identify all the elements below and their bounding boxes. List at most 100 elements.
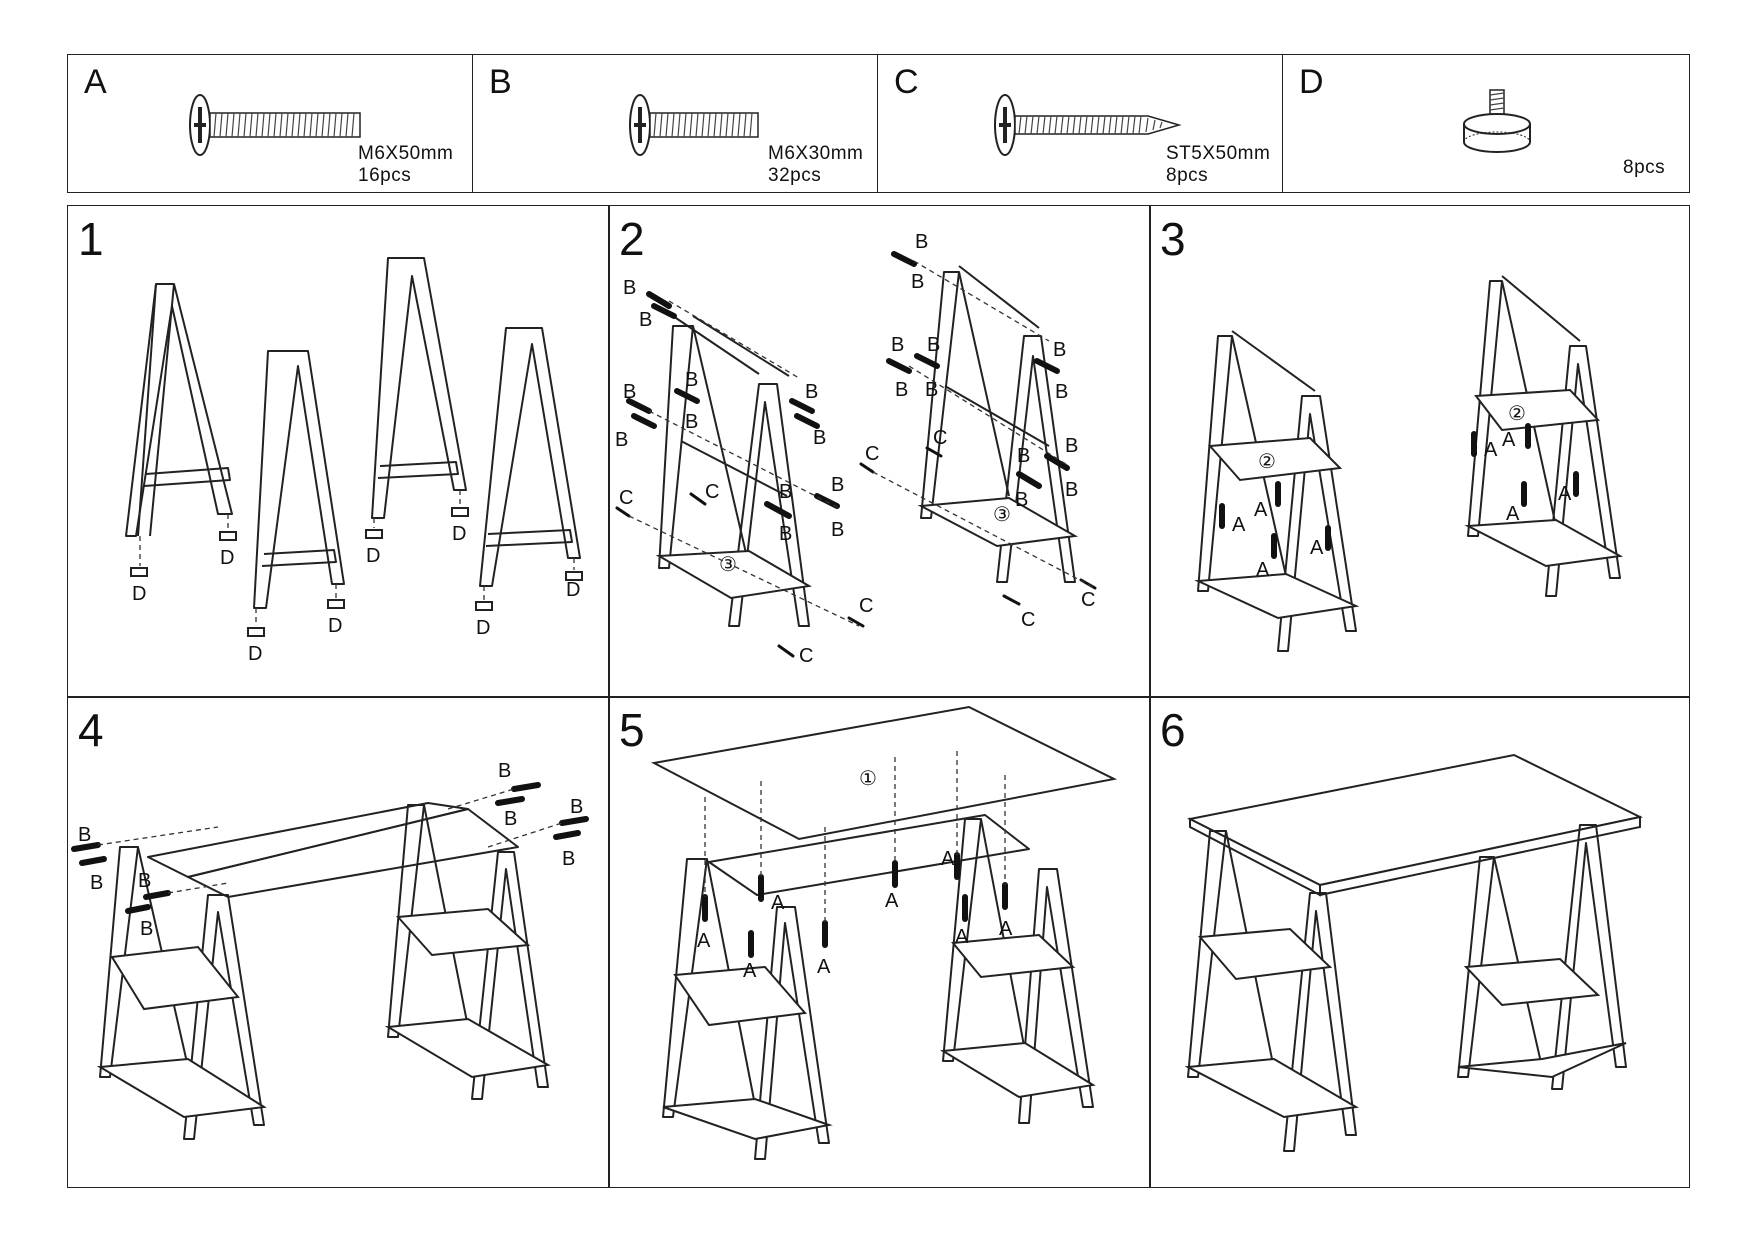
a-label: A	[817, 956, 831, 978]
step-5-panel: 5 ①	[609, 697, 1149, 1189]
a-label: A	[885, 890, 899, 912]
step-5-illustration: ①	[650, 705, 1118, 1160]
hardware-a-cell: A M6X50mm 16pcs	[68, 55, 473, 192]
hardware-b-qty: 32pcs	[768, 165, 822, 186]
step-2-number: 2	[619, 213, 645, 265]
hardware-b-letter: B	[489, 63, 512, 101]
b-label: B	[570, 796, 583, 818]
b-label: B	[138, 870, 151, 892]
assembled-desk	[1184, 753, 1644, 1152]
b-label: B	[891, 334, 904, 356]
b-labels: B B B B B B B B B B B B B B B B B B B B	[615, 231, 1078, 545]
c-label: C	[1081, 589, 1095, 611]
a-label: A	[1256, 559, 1270, 581]
shelf-unit-right: ②	[1464, 275, 1624, 597]
foot-guides	[139, 490, 575, 626]
d-label: D	[132, 583, 146, 605]
a-labels: A A A A A A A A	[697, 848, 1013, 982]
a-bolts	[702, 852, 1008, 958]
b-label: B	[895, 379, 908, 401]
c-label: C	[799, 645, 813, 667]
desk-frame	[96, 802, 551, 1140]
b-labels: B B B B B B B B	[78, 760, 583, 940]
d-label: D	[248, 643, 262, 665]
b-label: B	[78, 824, 91, 846]
part-3-label: ③	[993, 504, 1011, 526]
step-1-number: 1	[78, 213, 104, 265]
hardware-c-letter: C	[894, 63, 919, 101]
hardware-a-size: M6X50mm	[358, 143, 454, 164]
b-label: B	[813, 427, 826, 449]
step-6-illustration	[1184, 753, 1644, 1152]
assembly-guides	[628, 260, 1096, 627]
leg-frame-1	[125, 283, 233, 537]
d-label: D	[452, 523, 466, 545]
d-label: D	[220, 547, 234, 569]
b-label: B	[1053, 339, 1066, 361]
a-label: A	[999, 918, 1013, 940]
b-label: B	[615, 429, 628, 451]
b-label: B	[805, 381, 818, 403]
b-label: B	[685, 369, 698, 391]
a-label: A	[1506, 503, 1520, 525]
hardware-d-qty: 8pcs	[1623, 157, 1666, 178]
c-labels: C C C C C C C C	[619, 427, 1095, 667]
d-label: D	[566, 579, 580, 601]
a-label: A	[1502, 429, 1516, 451]
hardware-d-cell: D 8pcs	[1283, 55, 1688, 192]
d-label: D	[476, 617, 490, 639]
a-label: A	[1484, 439, 1498, 461]
c-label: C	[619, 487, 633, 509]
b-label: B	[779, 523, 792, 545]
a-labels: A A A A A A A A	[1232, 429, 1572, 581]
b-label: B	[831, 474, 844, 496]
part-1-label: ①	[859, 768, 877, 790]
steps-grid: 1	[67, 205, 1690, 1188]
b-bolts	[71, 782, 589, 914]
step-3-illustration: ② ② A A	[1194, 275, 1624, 652]
step-5-number: 5	[619, 704, 645, 756]
b-label: B	[779, 481, 792, 503]
a-label: A	[1254, 499, 1268, 521]
a-label: A	[941, 848, 955, 870]
b-label: B	[140, 918, 153, 940]
b-label: B	[1065, 435, 1078, 457]
b-label: B	[915, 231, 928, 253]
hardware-a-qty: 16pcs	[358, 165, 412, 186]
hardware-b-cell: B M6X30mm 32pcs	[473, 55, 878, 192]
part-2-label: ②	[1508, 403, 1526, 425]
hardware-a-letter: A	[84, 63, 107, 101]
b-label: B	[504, 808, 517, 830]
a-label: A	[955, 926, 969, 948]
shelf-unit-right: ③	[917, 265, 1079, 583]
desktop-panel: ①	[650, 705, 1118, 841]
b-label: B	[925, 379, 938, 401]
b-label: B	[1055, 381, 1068, 403]
d-labels: D D D D D D D D	[132, 523, 580, 665]
assembly-guides	[704, 751, 1006, 923]
bolt-m6x30-icon	[629, 94, 759, 156]
step-4-illustration: B B B B B B B B	[71, 760, 589, 1140]
leveling-foot-icon	[1463, 89, 1531, 153]
b-label: B	[562, 848, 575, 870]
c-label: C	[933, 427, 947, 449]
a-label: A	[743, 960, 757, 982]
c-label: C	[705, 481, 719, 503]
d-label: D	[366, 545, 380, 567]
a-bolts	[1219, 423, 1579, 559]
c-label: C	[1021, 609, 1035, 631]
b-label: B	[685, 411, 698, 433]
leveling-feet	[130, 507, 583, 637]
step-3-number: 3	[1160, 213, 1186, 265]
a-label: A	[1232, 514, 1246, 536]
b-label: B	[1065, 479, 1078, 501]
leg-frame-4	[479, 327, 581, 587]
part-2-label: ②	[1258, 451, 1276, 473]
step-1-illustration: D D D D D D D D	[125, 257, 583, 665]
b-label: B	[639, 309, 652, 331]
part-3-label: ③	[719, 554, 737, 576]
grid-divider-h	[68, 696, 1689, 698]
b-label: B	[623, 277, 636, 299]
step-1-panel: 1	[68, 206, 608, 696]
bolt-m6x50-icon	[189, 94, 361, 156]
